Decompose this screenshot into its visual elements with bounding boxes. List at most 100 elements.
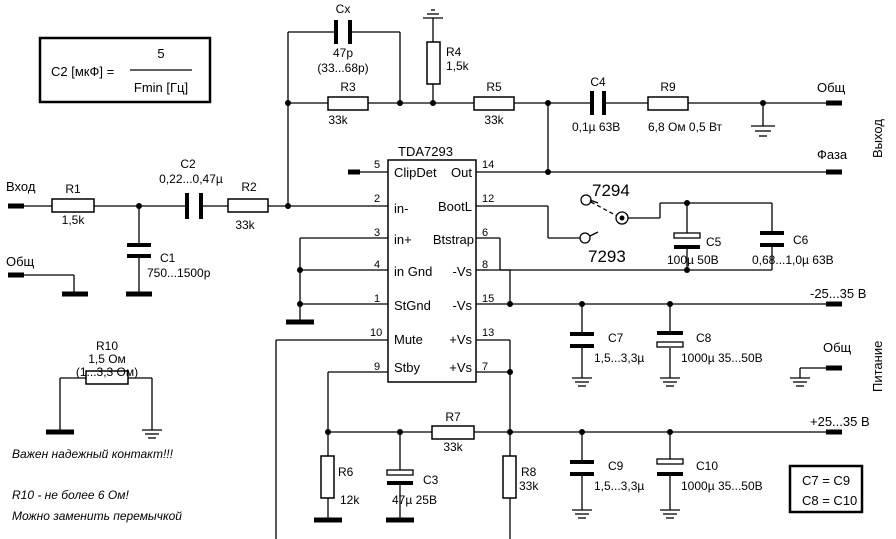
resistor-r1	[51, 198, 95, 213]
r2-value: 33k	[235, 218, 255, 232]
r10-value: 1,5 Ом	[88, 352, 126, 366]
capacitor-c3	[386, 469, 414, 485]
terminals	[8, 100, 842, 435]
pin-label-stgnd: StGnd	[394, 298, 431, 313]
r8-value: 33k	[519, 479, 539, 493]
r3-value: 33k	[328, 113, 348, 127]
label-pos-supply: +25...35 В	[810, 414, 870, 429]
r10-name: R10	[96, 339, 118, 353]
c7-value: 1,5...3,3µ	[594, 351, 644, 365]
thick-grounds	[46, 291, 414, 523]
label-vyhod: Выход	[870, 119, 885, 158]
r5-value: 33k	[484, 113, 504, 127]
r7-name: R7	[445, 410, 461, 424]
c4-value: 0,1µ 63В	[572, 120, 620, 134]
c2-value: 0,22...0,47µ	[159, 172, 223, 186]
chip-label-7294: 7294	[592, 181, 630, 200]
pin-num-7: 7	[482, 361, 488, 373]
capacitor-c2	[185, 193, 203, 219]
pin-num-9: 9	[374, 361, 380, 373]
label-faza: Фаза	[817, 147, 848, 162]
pin-num-5: 5	[374, 159, 380, 171]
c6-value: 0,68...1,0µ 63В	[752, 253, 834, 267]
chip-selector	[579, 194, 629, 244]
c10-value: 1000µ 35...50В	[681, 479, 763, 493]
c8-value: 1000µ 35...50В	[681, 351, 763, 365]
note-r10-limit: R10 - не более 6 Ом!	[12, 488, 129, 502]
capacitor-c7	[570, 332, 594, 348]
ground-r4-icon	[423, 9, 443, 19]
capacitor-c4	[590, 91, 606, 115]
r3-name: R3	[340, 80, 356, 94]
r2-name: R2	[241, 180, 257, 194]
c9-name: C9	[608, 459, 624, 473]
r1-name: R1	[65, 182, 81, 196]
capacitor-c5	[673, 232, 701, 249]
pin-num-8: 8	[482, 259, 488, 271]
resistor-r2	[227, 198, 269, 213]
resistor-r4	[426, 41, 441, 85]
ic-tda7293: TDA7293 ClipDet Out in- BootL in+ Btstra…	[370, 144, 494, 383]
pin-label-bootl: BootL	[438, 199, 472, 214]
selector-contact-7293	[579, 232, 591, 244]
r9-value: 6,8 Ом 0,5 Вт	[648, 120, 723, 134]
label-obsch-in: Общ	[6, 254, 35, 269]
resistor-r9	[647, 96, 689, 111]
equiv-c7-c9: C7 = C9	[802, 473, 850, 488]
chip-label-7293: 7293	[588, 247, 626, 266]
pin-label-out: Out	[451, 165, 472, 180]
c5-name: C5	[706, 235, 722, 249]
ground-c8-icon	[660, 377, 680, 387]
pin-num-3: 3	[374, 227, 380, 239]
resistor-r6	[320, 455, 335, 499]
pin-num-4: 4	[374, 259, 380, 271]
pin-label-minus-vs-8: -Vs	[453, 264, 473, 279]
label-neg-supply: -25...35 В	[810, 286, 866, 301]
r8-name: R8	[521, 465, 537, 479]
pin-label-in-minus: in-	[394, 201, 408, 216]
pin-label-btstrap: Btstrap	[433, 232, 474, 247]
pin-num-13: 13	[482, 327, 494, 339]
pin-label-in-gnd: in Gnd	[394, 264, 432, 279]
capacitors	[127, 20, 784, 485]
c5-value: 100µ 50В	[667, 253, 719, 267]
formula-lhs: C2 [мкФ] =	[51, 64, 114, 79]
note-contact: Важен надежный контакт!!!	[12, 447, 174, 461]
formula-numerator: 5	[157, 46, 164, 61]
ground-symbols	[142, 9, 810, 519]
label-obsch-pwr: Общ	[823, 340, 852, 355]
r5-name: R5	[486, 80, 502, 94]
capacitor-c9	[570, 460, 594, 476]
cx-value: 47p	[333, 46, 353, 60]
resistor-r5	[473, 96, 515, 111]
pin-label-stby: Stby	[394, 360, 421, 375]
resistor-r8	[502, 455, 517, 499]
pin-num-12: 12	[482, 193, 494, 205]
capacitor-c10	[656, 458, 684, 476]
ground-c9-icon	[572, 509, 592, 519]
r4-name: R4	[446, 45, 462, 59]
equiv-c8-c10: C8 = C10	[802, 493, 857, 508]
label-pitanie: Питание	[870, 341, 885, 392]
capacitor-cx	[334, 20, 352, 44]
ground-c7-icon	[572, 377, 592, 387]
pin-num-6: 6	[482, 227, 488, 239]
component-labels: Cx 47p (33...68p) R4 1,5k R3 33k R5 33k …	[62, 2, 834, 507]
connection-labels: Вход Общ Общ Фаза -25...35 В Общ +25...3…	[6, 80, 885, 429]
resistor-r7	[431, 425, 475, 440]
c3-value: 47µ 25В	[392, 493, 437, 507]
ground-pwr-icon	[790, 377, 810, 387]
label-obsch-out: Общ	[817, 80, 846, 95]
c9-value: 1,5...3,3µ	[594, 479, 644, 493]
equivalence-box: C7 = C9 C8 = C10	[788, 464, 864, 514]
c1-value: 750...1500p	[147, 266, 211, 280]
resistor-r3	[327, 96, 369, 111]
pin-num-14: 14	[482, 159, 494, 171]
junctions	[136, 100, 766, 435]
formula-denominator: Fmin [Гц]	[134, 80, 188, 95]
ground-r9-icon	[751, 125, 775, 137]
pin-label-in-plus: in+	[394, 232, 412, 247]
r6-value: 12k	[340, 493, 360, 507]
r9-name: R9	[660, 80, 676, 94]
c6-name: C6	[793, 233, 809, 247]
